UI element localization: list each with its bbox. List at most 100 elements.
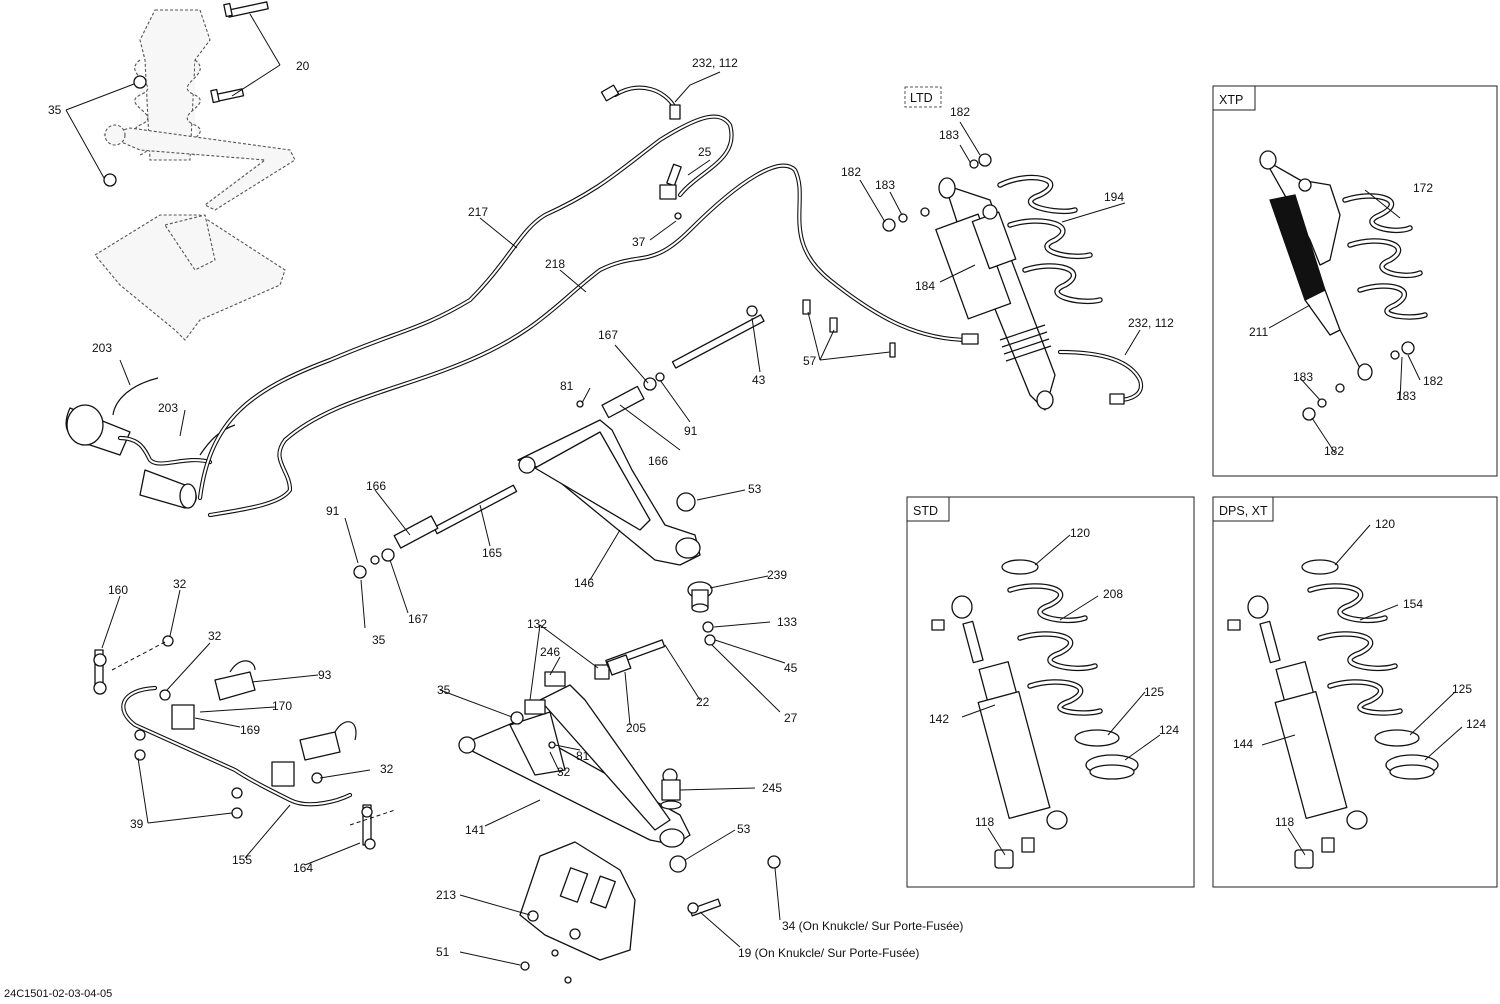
label-120-std: 120	[1070, 526, 1090, 540]
reference-shock-and-arms-ghost	[94, 9, 296, 341]
label-34: 34 (On Knukcle/ Sur Porte-Fusée)	[782, 919, 963, 933]
label-91-left: 91	[326, 504, 340, 518]
label-164: 164	[293, 861, 313, 875]
label-53-upper: 53	[748, 482, 762, 496]
label-124-dps: 124	[1466, 717, 1486, 731]
hose-232-112-right	[961, 333, 1144, 405]
variant-tag-std: STD	[913, 504, 938, 518]
label-154: 154	[1403, 597, 1423, 611]
label-81-lower: 81	[576, 749, 590, 763]
fitting-25	[659, 163, 682, 220]
bolt-20	[210, 1, 269, 104]
shock-211	[1259, 150, 1373, 381]
label-183-xtp-a: 183	[1293, 370, 1313, 384]
grease-fitting-81-lower	[548, 741, 556, 749]
label-245: 245	[762, 781, 782, 795]
label-19: 19 (On Knukcle/ Sur Porte-Fusée)	[738, 946, 919, 960]
label-81-upper: 81	[560, 379, 574, 393]
nuts-182-183-xtp	[1302, 341, 1415, 421]
ltd-variant-box	[904, 86, 942, 108]
nuts-32-39	[134, 635, 323, 819]
label-160: 160	[108, 583, 128, 597]
label-125-std: 125	[1144, 685, 1164, 699]
bushings-132-246	[510, 664, 610, 725]
label-43: 43	[752, 373, 766, 387]
label-32-b: 32	[208, 629, 222, 643]
label-118-dps: 118	[1275, 815, 1294, 829]
label-182-xtp-b: 182	[1324, 444, 1344, 458]
dps-xt-variant-box	[1212, 496, 1498, 888]
label-165: 165	[482, 546, 502, 560]
label-146: 146	[574, 576, 594, 590]
leader-lines	[101, 71, 1463, 966]
label-124-std: 124	[1159, 723, 1179, 737]
label-22: 22	[696, 695, 710, 709]
diagram-reference-code: 24C1501-02-03-04-05	[4, 988, 112, 1000]
label-184: 184	[915, 279, 935, 293]
bushing-118-std	[994, 837, 1035, 869]
label-120-dps: 120	[1375, 517, 1395, 531]
upper-a-arm-146	[517, 419, 701, 566]
label-32-c: 32	[380, 762, 394, 776]
spring-194	[997, 174, 1103, 305]
bushings-169-170-93	[171, 660, 357, 787]
label-125-dps: 125	[1452, 682, 1472, 696]
label-208: 208	[1103, 587, 1123, 601]
label-45: 45	[784, 661, 798, 675]
label-35-mid: 35	[372, 633, 386, 647]
label-27: 27	[784, 711, 798, 725]
bolt-19-nut-34	[687, 855, 781, 917]
label-183-xtp-b: 183	[1396, 389, 1416, 403]
label-142: 142	[929, 712, 949, 726]
ball-joint-239	[687, 581, 713, 613]
pin-165	[433, 484, 518, 535]
label-37: 37	[632, 235, 646, 249]
nut-35-top	[103, 75, 147, 187]
pin-43	[671, 305, 765, 369]
label-57: 57	[803, 354, 817, 368]
spring-154	[1307, 583, 1403, 716]
label-93: 93	[318, 668, 332, 682]
spring-seats-120-125-124-dps	[1301, 559, 1439, 780]
label-205: 205	[626, 721, 646, 735]
spring-208	[1007, 583, 1103, 716]
variant-tag-dps-xt: DPS, XT	[1219, 504, 1268, 518]
label-169: 169	[240, 723, 260, 737]
label-167-left: 167	[408, 612, 428, 626]
shock-142	[931, 595, 1068, 830]
label-213: 213	[436, 888, 456, 902]
part-labels: 20 35 203 203 217 218 25 37 232, 112 232…	[48, 56, 1486, 960]
label-91-right: 91	[684, 424, 698, 438]
label-133: 133	[777, 615, 797, 629]
bushing-118-dps	[1294, 837, 1335, 869]
label-32-d: 32	[557, 765, 571, 779]
label-141: 141	[465, 823, 485, 837]
label-167-right: 167	[598, 328, 618, 342]
bushing-166-167-91-right	[601, 372, 665, 419]
variant-tag-ltd: LTD	[910, 91, 933, 105]
shock-144	[1227, 595, 1368, 830]
label-144: 144	[1233, 737, 1253, 751]
circlip-53-upper	[676, 492, 696, 512]
hose-218	[207, 163, 973, 518]
variant-tag-xtp: XTP	[1219, 93, 1243, 107]
label-232-112-top: 232, 112	[692, 56, 738, 70]
label-194: 194	[1104, 190, 1124, 204]
label-203-b: 203	[158, 401, 178, 415]
label-166-left: 166	[366, 479, 386, 493]
label-217: 217	[468, 205, 488, 219]
label-182-ltd-a: 182	[950, 105, 970, 119]
label-170: 170	[272, 699, 292, 713]
nuts-182-183-ltd	[882, 153, 992, 232]
label-239: 239	[767, 568, 787, 582]
grease-fitting-81	[576, 400, 584, 408]
label-51: 51	[436, 945, 450, 959]
label-182-xtp-a: 182	[1423, 374, 1443, 388]
lower-a-arm-141	[458, 684, 691, 848]
label-203-a: 203	[92, 341, 112, 355]
circlip-53-lower	[669, 855, 687, 873]
sway-bar-155	[121, 685, 353, 807]
label-35-top: 35	[48, 103, 62, 117]
link-160-164	[93, 649, 376, 850]
